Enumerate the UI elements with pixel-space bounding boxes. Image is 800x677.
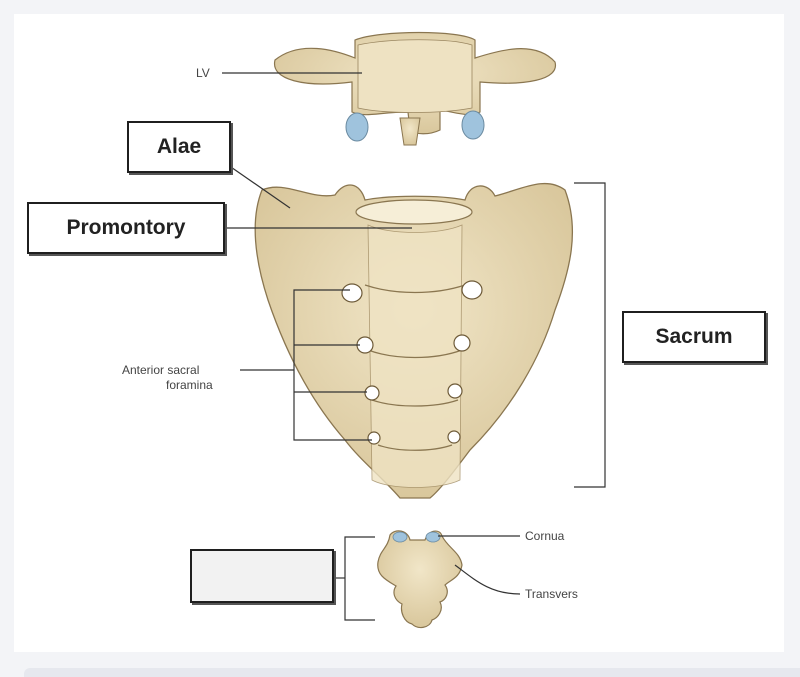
transverse-label: Transvers xyxy=(525,587,578,601)
promontory-label-box: Promontory xyxy=(27,202,225,254)
leader-lines xyxy=(222,72,606,621)
coccyx-bracket xyxy=(344,536,375,621)
anterior-sacral-line1: Anterior sacral xyxy=(122,363,200,377)
cornua-label: Cornua xyxy=(525,529,565,543)
alae-label-box: Alae xyxy=(127,121,231,173)
anterior-sacral-line2: foramina xyxy=(166,378,213,392)
sacrum-label-box: Sacrum xyxy=(622,311,766,363)
coccyx-bone xyxy=(377,530,463,629)
bottom-bar xyxy=(24,668,800,677)
foramina-bracket xyxy=(293,289,372,441)
lv-label: LV xyxy=(196,66,210,80)
sacrum-bone xyxy=(254,182,574,499)
anterior-sacral-foramina-label: Anterior sacral foramina xyxy=(122,363,240,393)
sacrum-bracket xyxy=(574,182,606,488)
blank-answer-box[interactable] xyxy=(190,549,334,603)
transverse-leader xyxy=(454,564,521,595)
lumbar-vertebra xyxy=(274,31,556,146)
alae-leader xyxy=(227,164,291,209)
